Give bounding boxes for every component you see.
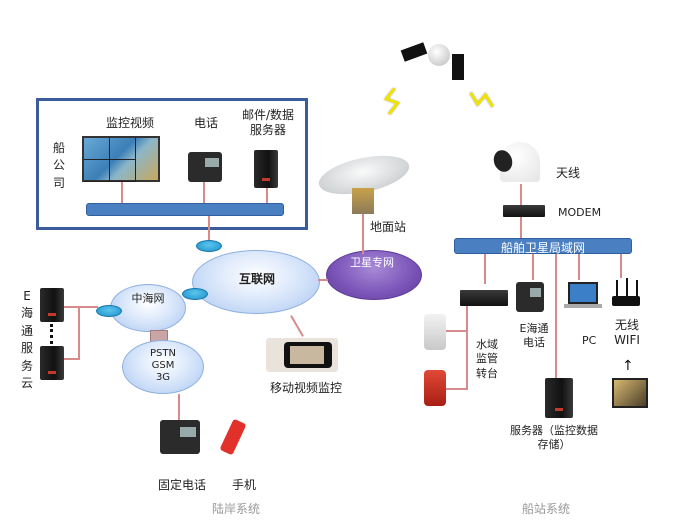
- modem-label: MODEM: [558, 206, 602, 219]
- water-monitor-label: 水域监管转台: [476, 338, 498, 380]
- link-line: [520, 217, 522, 239]
- pstn-cloud-label: PSTN GSM 3G: [138, 348, 188, 384]
- router-antenna: [626, 278, 628, 296]
- link-line: [178, 394, 180, 420]
- link-line: [446, 388, 466, 390]
- monitoring-camera-icon: [424, 370, 446, 406]
- pstn-cloud: [122, 340, 204, 394]
- router-antenna: [636, 280, 638, 296]
- zhonghai-net-cloud: [110, 284, 186, 332]
- router-icon: [96, 305, 122, 317]
- fixed-phone-icon: [160, 420, 200, 454]
- e-phone-icon: [516, 282, 544, 312]
- e-phone-label: E海通电话: [519, 322, 549, 349]
- ship-lan-bus: [454, 238, 632, 254]
- ellipsis-dots: [50, 324, 53, 344]
- zhonghai-net-label: 中海网: [131, 292, 165, 305]
- dish-base-icon: [352, 188, 374, 214]
- link-line: [532, 254, 534, 280]
- ship-lan-label: 船舶卫星局域网: [500, 241, 585, 255]
- link-line: [203, 182, 205, 204]
- cloud-server-icon: [40, 346, 64, 380]
- pstn-label: PSTN: [150, 348, 176, 359]
- shipping-company-label: 船公司: [52, 141, 65, 190]
- desk-phone-icon: [188, 152, 222, 182]
- video-monitor-label: 监控视频: [106, 116, 155, 130]
- signal-bolt-icon: ϟ: [373, 80, 409, 126]
- router-icon: [182, 288, 208, 300]
- mobile-phone-icon: [219, 418, 247, 456]
- fixed-phone-label: 固定电话: [158, 478, 207, 492]
- link-line: [446, 330, 466, 332]
- ship-system-label: 船站系统: [522, 502, 571, 516]
- link-line: [266, 188, 268, 204]
- mobile-video-label: 移动视频监控: [270, 381, 343, 395]
- link-line: [64, 306, 98, 308]
- monitoring-camera-icon: [424, 314, 446, 350]
- router-antenna: [616, 280, 618, 296]
- link-line: [484, 254, 486, 284]
- link-line: [620, 254, 622, 278]
- link-line: [121, 182, 123, 204]
- shore-system-label: 陆岸系统: [212, 502, 261, 516]
- link-line: [208, 216, 210, 244]
- link-line: [318, 279, 328, 281]
- pc-label: PC: [582, 334, 597, 347]
- laptop-base: [564, 304, 602, 308]
- wifi-label-cn: 无线: [614, 318, 639, 332]
- satellite-private-net-label: 卫星专网: [350, 256, 394, 269]
- link-line: [362, 214, 364, 254]
- video-recorder-icon: [460, 290, 508, 306]
- phone-label: 电话: [194, 116, 219, 130]
- link-line: [555, 254, 557, 378]
- link-line: [290, 315, 304, 337]
- ship-server-label: 服务器（监控数据 存储）: [498, 424, 610, 452]
- video-wall-icon: [82, 136, 160, 182]
- antenna-label: 天线: [556, 166, 581, 180]
- internet-cloud: [192, 250, 320, 314]
- router-icon: [196, 240, 222, 252]
- satellite-icon: [428, 44, 450, 66]
- link-line: [578, 254, 580, 280]
- wifi-router-icon: [612, 296, 640, 306]
- company-network-bus: [86, 203, 284, 216]
- mobile-video-icon: [266, 338, 338, 372]
- arrow-up-icon: ↑: [622, 358, 634, 374]
- wifi-label-en: WIFI: [614, 333, 640, 347]
- mail-data-server-label: 邮件/数据服务器: [241, 108, 295, 137]
- ship-server-label-line2: 存储）: [537, 437, 571, 451]
- mobile-devices-icon: [612, 378, 648, 408]
- link-line: [520, 184, 522, 206]
- solar-panel-icon: [400, 42, 428, 62]
- e-cloud-service-label: E海通服务云: [20, 289, 33, 390]
- ship-server-icon: [545, 378, 573, 418]
- cloud-server-icon: [40, 288, 64, 322]
- laptop-icon: [568, 282, 598, 304]
- link-line: [466, 306, 468, 390]
- modem-icon: [503, 205, 545, 217]
- link-line: [64, 358, 80, 360]
- gsm-label: GSM: [151, 360, 175, 371]
- internet-label: 互联网: [238, 272, 275, 286]
- link-line: [78, 306, 80, 360]
- satellite-private-net-cloud: [326, 250, 422, 300]
- signal-bolt-icon: ϟ: [460, 79, 506, 123]
- ground-station-label: 地面站: [370, 220, 407, 234]
- wifi-label: 无线 WIFI: [606, 318, 648, 348]
- 3g-label: 3G: [155, 372, 171, 383]
- server-icon: [254, 150, 278, 188]
- solar-panel-icon: [452, 54, 464, 80]
- ship-server-label-line1: 服务器（监控数据: [510, 424, 598, 437]
- mobile-phone-label: 手机: [232, 478, 257, 492]
